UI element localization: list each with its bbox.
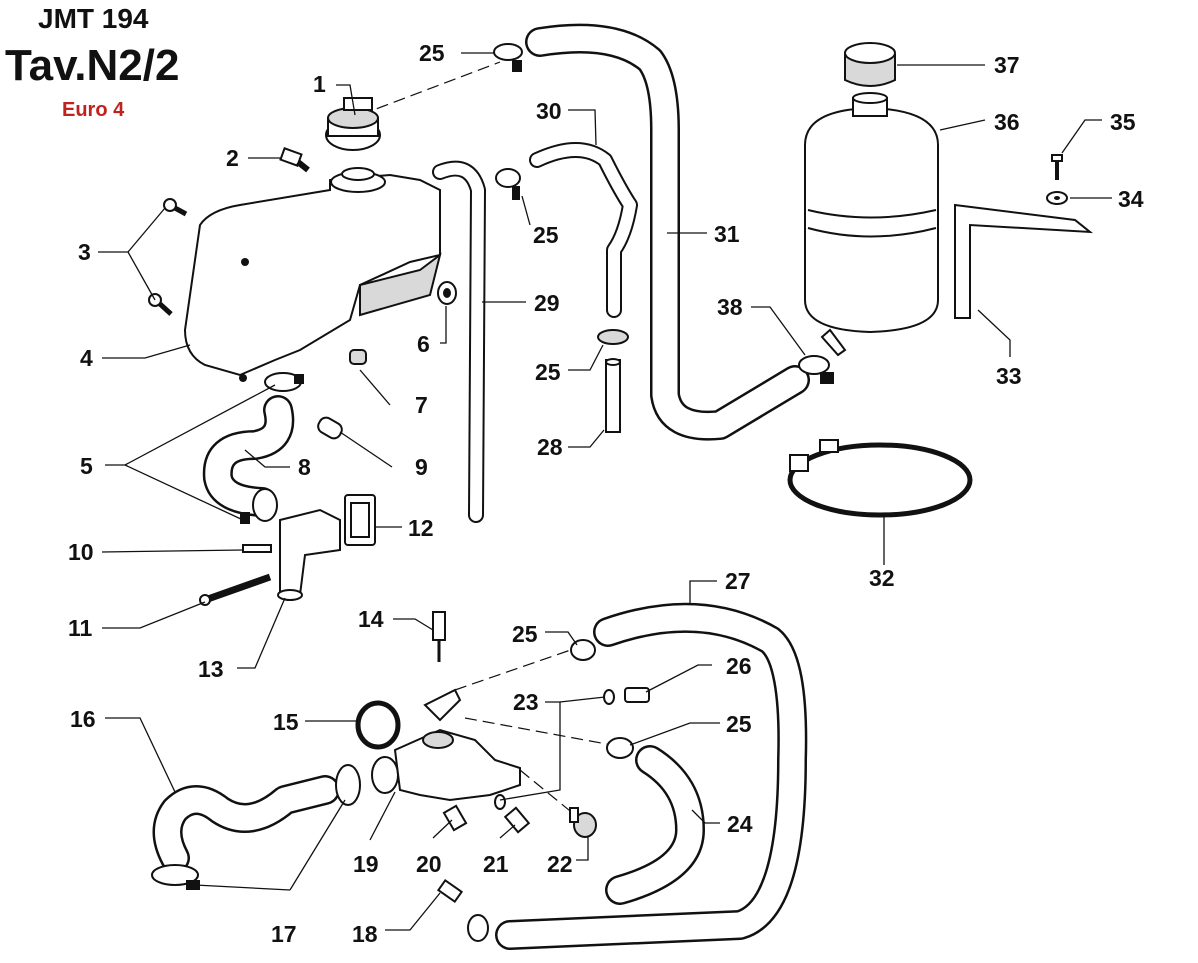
callout-3: 3 (78, 239, 91, 265)
clamp-17-lower (151, 864, 200, 890)
callout-23: 23 (513, 689, 539, 715)
tank-cap (325, 97, 381, 151)
callout-26: 26 (726, 653, 752, 679)
callout-21: 21 (483, 851, 509, 877)
callout-33: 33 (996, 363, 1022, 389)
screw-3-upper (163, 198, 188, 217)
washer-34 (1046, 191, 1068, 205)
callout-25-top: 25 (419, 40, 445, 66)
assembly-line-cap (359, 61, 501, 116)
clamp-25-lower-right (570, 639, 596, 661)
reservoir-cap-37 (844, 42, 896, 87)
callout-27: 27 (725, 568, 751, 594)
callout-20: 20 (416, 851, 442, 877)
bolt-20 (442, 804, 468, 832)
screw-10 (242, 544, 272, 553)
clamp-17-upper (335, 764, 361, 806)
hose-27 (495, 602, 808, 950)
callout-5: 5 (80, 453, 93, 479)
callout-1: 1 (313, 71, 326, 97)
bracket-33 (954, 203, 1094, 319)
callout-numbers: 1 2 3 4 5 6 7 8 9 10 12 11 13 14 15 16 1… (68, 40, 1144, 947)
clamp-25-top (493, 43, 523, 72)
stud-28 (605, 358, 621, 433)
callout-14: 14 (358, 606, 384, 632)
clamp-25-rod (597, 329, 629, 345)
fitting-18 (436, 878, 464, 904)
screw-35 (1051, 154, 1063, 180)
leader-lines (98, 52, 1112, 931)
callout-25-hose: 25 (726, 711, 752, 737)
o-ring-15 (355, 700, 401, 750)
thermostat-housing-19 (371, 688, 521, 802)
callout-11: 11 (68, 615, 93, 641)
callout-25-lower: 25 (512, 621, 538, 647)
assembly-line-plug (519, 769, 576, 816)
callout-22: 22 (547, 851, 573, 877)
model-title: JMT 194 (38, 3, 149, 34)
callout-19: 19 (353, 851, 379, 877)
screw-3-lower (148, 293, 173, 316)
hose-29 (432, 160, 486, 523)
callout-35: 35 (1110, 109, 1136, 135)
callout-6: 6 (417, 331, 430, 357)
expansion-tank (183, 167, 442, 382)
callout-25-rod: 25 (535, 359, 561, 385)
plug-22 (569, 807, 597, 838)
callout-24: 24 (727, 811, 753, 837)
sensor-14 (432, 611, 446, 662)
hose-8 (202, 395, 295, 517)
bush-9 (317, 416, 343, 440)
callout-28: 28 (537, 434, 563, 460)
callout-15: 15 (273, 709, 299, 735)
screw-2 (279, 147, 310, 173)
callout-9: 9 (415, 454, 428, 480)
outlet-13 (277, 508, 341, 601)
callout-13: 13 (198, 656, 224, 682)
callout-2: 2 (226, 145, 239, 171)
emission-label: Euro 4 (62, 99, 125, 121)
clamp-38 (798, 355, 834, 384)
callout-30: 30 (536, 98, 562, 124)
callout-12: 12 (408, 515, 434, 541)
clamp-25-bottom (467, 914, 489, 942)
clamp-5-lower (240, 488, 278, 524)
callout-16: 16 (70, 706, 96, 732)
clamp-25-mid (495, 168, 521, 200)
callout-17: 17 (271, 921, 297, 947)
washer-23 (603, 689, 615, 705)
callout-34: 34 (1118, 186, 1144, 212)
callout-25-upper-mid: 25 (533, 222, 559, 248)
callout-38: 38 (717, 294, 743, 320)
callout-31: 31 (714, 221, 740, 247)
hose-24 (605, 745, 705, 905)
gasket-12 (344, 494, 376, 546)
callout-7: 7 (415, 392, 428, 418)
spacer-7 (349, 349, 367, 365)
callout-8: 8 (298, 454, 311, 480)
callout-29: 29 (534, 290, 560, 316)
hose-31 (525, 23, 810, 441)
reservoir-36 (804, 92, 939, 357)
callout-37: 37 (994, 52, 1020, 78)
callout-36: 36 (994, 109, 1020, 135)
clamp-25-hose-24 (606, 737, 634, 759)
clamp-5-upper (264, 372, 304, 392)
assembly-line-clamp-lower (464, 717, 613, 746)
grommet-6 (437, 281, 457, 305)
assembly-line-clamp-upper (454, 644, 586, 691)
callout-10: 10 (68, 539, 94, 565)
screw-11 (199, 573, 272, 606)
hose-16 (152, 775, 340, 873)
hose-30 (529, 142, 638, 318)
table-title: Tav.N2/2 (5, 41, 179, 90)
band-clamp-32 (787, 439, 973, 518)
callout-4: 4 (80, 345, 93, 371)
sensor-21 (494, 794, 531, 834)
fitting-26 (624, 687, 650, 703)
callout-18: 18 (352, 921, 378, 947)
callout-32: 32 (869, 565, 895, 591)
